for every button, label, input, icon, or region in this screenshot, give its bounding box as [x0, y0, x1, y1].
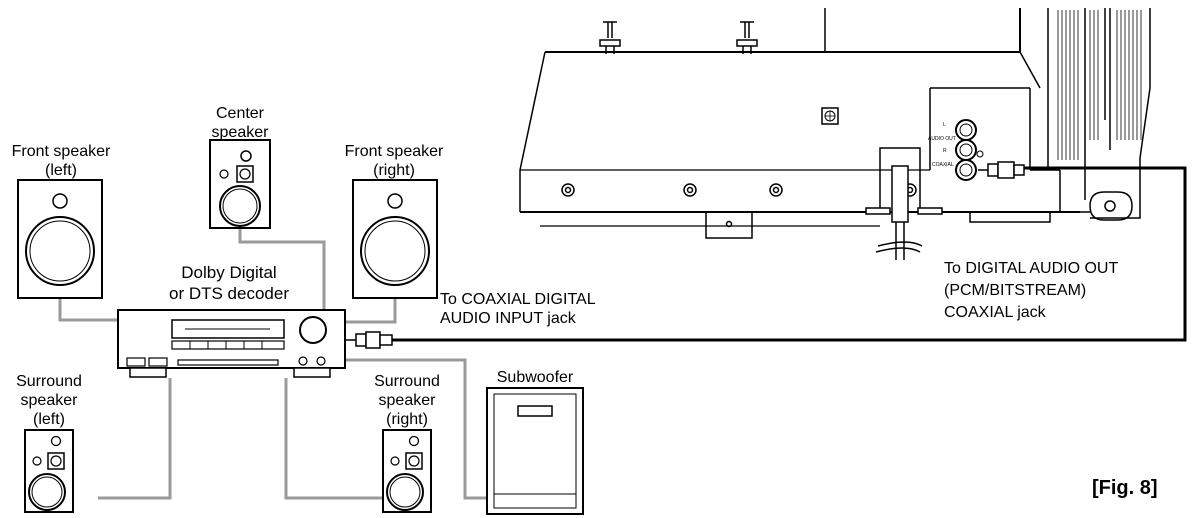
label-digital-out-line2: (PCM/BITSTREAM) — [944, 282, 1087, 299]
label-front-speaker-left: Front speaker (left) — [6, 142, 116, 180]
tv-jack-panel — [955, 119, 984, 181]
jack-label-coaxial: COAXIAL — [932, 162, 954, 168]
front-speaker-left — [17, 179, 103, 299]
label-front-right-line2: (right) — [373, 162, 415, 179]
label-subwoofer: Subwoofer — [496, 369, 574, 386]
label-decoder-line2: or DTS decoder — [169, 284, 289, 303]
label-front-speaker-right: Front speaker (right) — [335, 142, 453, 180]
label-front-right-line1: Front speaker — [344, 143, 444, 160]
label-front-left-line1: Front speaker — [11, 143, 111, 160]
surround-speaker-left — [24, 429, 74, 513]
label-decoder: Dolby Digital or DTS decoder — [144, 262, 314, 304]
label-center-speaker: Center speaker — [192, 104, 288, 142]
label-surround-right-line3: (right) — [386, 411, 428, 428]
rca-plug-decoder — [345, 331, 393, 349]
label-center-line1: Center — [215, 105, 265, 122]
surround-speaker-right — [382, 429, 432, 513]
coaxial-cable — [392, 166, 1187, 342]
label-surround-left-line3: (left) — [33, 411, 65, 428]
decoder-receiver — [117, 309, 346, 378]
label-decoder-line1: Dolby Digital — [181, 263, 277, 282]
tv-rear-panel — [519, 8, 1151, 260]
center-speaker — [209, 139, 271, 229]
jack-label-audio-out: AUDIO OUT — [928, 136, 956, 142]
label-coax-input-line2: AUDIO INPUT jack — [440, 310, 576, 327]
label-digital-out-line1: To DIGITAL AUDIO OUT — [944, 260, 1119, 277]
label-surround-left: Surround speaker (left) — [4, 372, 94, 429]
jack-label-l: L — [943, 122, 946, 128]
front-speaker-right — [352, 179, 438, 299]
label-coax-input-line1: To COAXIAL DIGITAL — [440, 291, 596, 308]
label-center-line2: speaker — [211, 124, 269, 141]
label-front-left-line2: (left) — [45, 162, 77, 179]
label-surround-left-line1: Surround — [16, 373, 82, 390]
label-coax-input: To COAXIAL DIGITAL AUDIO INPUT jack — [440, 290, 596, 328]
rca-plug-tv — [978, 161, 1025, 179]
speaker-wires — [58, 228, 487, 500]
subwoofer — [486, 387, 584, 515]
label-surround-right-line1: Surround — [374, 373, 440, 390]
jack-label-r: R — [943, 148, 947, 154]
label-surround-right-line2: speaker — [378, 392, 436, 409]
figure-number: [Fig. 8] — [1092, 477, 1158, 499]
label-surround-left-line2: speaker — [20, 392, 78, 409]
label-digital-out-line3: COAXIAL jack — [944, 304, 1046, 321]
label-digital-audio-out: To DIGITAL AUDIO OUT (PCM/BITSTREAM) COA… — [944, 258, 1118, 324]
label-surround-right: Surround speaker (right) — [362, 372, 452, 429]
